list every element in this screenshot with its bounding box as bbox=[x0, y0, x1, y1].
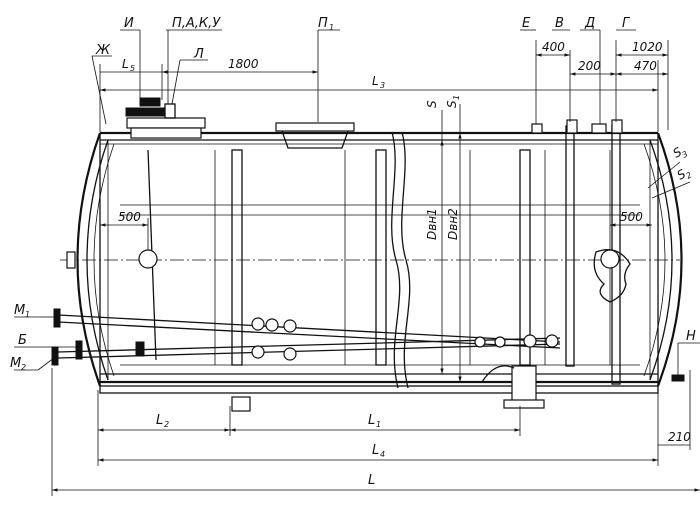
dim-l4-subscript: 4 bbox=[380, 450, 385, 459]
callout-p1: П bbox=[318, 16, 328, 31]
dim-s3-subscript: 3 bbox=[681, 149, 690, 159]
callout-p-a-k-u: П,А,К,У bbox=[172, 16, 221, 31]
callout-b: Б bbox=[18, 333, 27, 348]
dim-s1-subscript: 1 bbox=[452, 95, 461, 100]
dim-500-right: 500 bbox=[620, 210, 643, 224]
callout-d: Д bbox=[584, 16, 595, 31]
internal-columns bbox=[147, 125, 621, 385]
dim-s: S bbox=[425, 100, 439, 108]
support-base bbox=[99, 365, 685, 412]
dim-s1: S bbox=[445, 100, 459, 108]
dim-1800: 1800 bbox=[228, 57, 259, 71]
dim-470: 470 bbox=[634, 59, 657, 73]
dim-l-overall: L bbox=[368, 473, 375, 488]
right-end-cap bbox=[643, 132, 683, 387]
callout-m2-subscript: 2 bbox=[21, 363, 26, 372]
dimension-lines bbox=[14, 29, 700, 496]
dim-l1-subscript: 1 bbox=[376, 420, 381, 429]
callout-l: Л bbox=[193, 47, 204, 62]
dim-l1: L bbox=[368, 413, 375, 428]
callout-m1: М bbox=[14, 303, 25, 318]
dimension-labels: L 5 1800 L 3 400 200 1020 470 500 500 S … bbox=[118, 40, 693, 488]
callout-e: Е bbox=[522, 16, 531, 31]
dim-210: 210 bbox=[668, 430, 691, 444]
callout-m2: М bbox=[10, 356, 21, 371]
left-end-cap bbox=[66, 132, 115, 387]
dim-l2: L bbox=[156, 413, 163, 428]
dim-l5-subscript: 5 bbox=[130, 64, 135, 73]
dim-400: 400 bbox=[542, 40, 565, 54]
break-line bbox=[391, 131, 411, 389]
dim-1020: 1020 bbox=[632, 40, 663, 54]
callout-labels: И П,А,К,У П 1 Е В Д Г Ж Л М 1 Б М 2 Н bbox=[10, 16, 696, 372]
dim-l3: L bbox=[372, 74, 379, 88]
callout-m1-subscript: 1 bbox=[25, 310, 30, 319]
top-nozzles bbox=[125, 97, 623, 149]
dim-dvn2: Dвн2 bbox=[446, 208, 460, 240]
inlet-pipes bbox=[51, 308, 561, 366]
callout-g: Г bbox=[622, 16, 631, 31]
dim-dvn1: Dвн1 bbox=[425, 208, 439, 240]
dim-s2-subscript: 2 bbox=[685, 170, 694, 180]
dim-l3-subscript: 3 bbox=[380, 81, 385, 90]
inspection-hatches bbox=[138, 249, 631, 303]
dim-500-left: 500 bbox=[118, 210, 141, 224]
callout-zh: Ж bbox=[95, 43, 111, 58]
dim-l5: L bbox=[122, 57, 129, 71]
callout-p1-subscript: 1 bbox=[329, 23, 334, 32]
dim-l2-subscript: 2 bbox=[164, 420, 169, 429]
callout-h: Н bbox=[686, 329, 696, 344]
dim-200: 200 bbox=[578, 59, 601, 73]
callout-v: В bbox=[555, 16, 564, 31]
dim-l4: L bbox=[372, 443, 379, 458]
callout-i: И bbox=[124, 16, 134, 31]
